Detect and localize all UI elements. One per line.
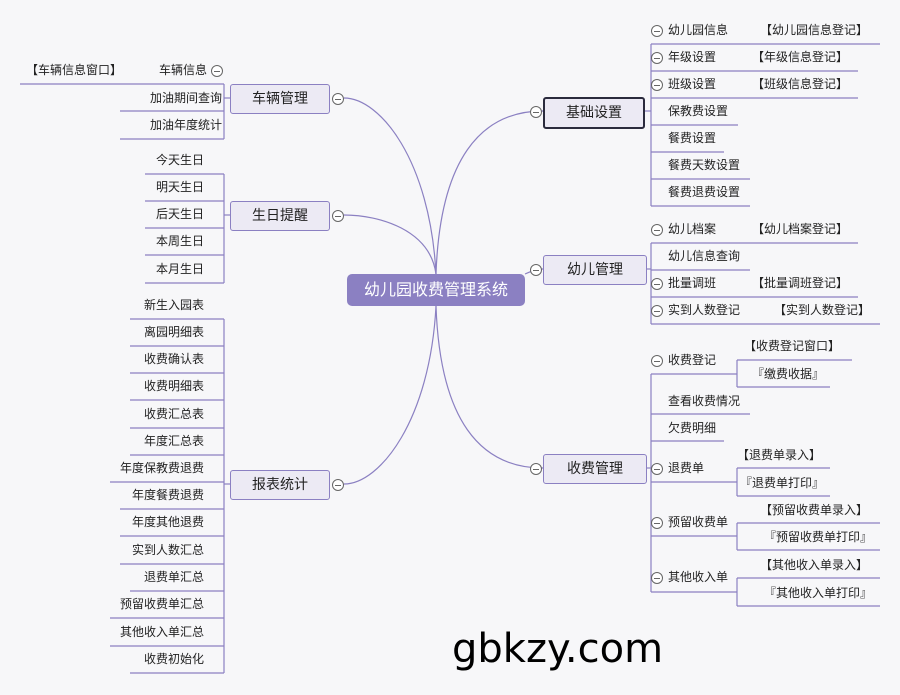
tag-other-income-print[interactable]: 『其他收入单打印』 xyxy=(764,586,873,600)
node-other-income-slip[interactable]: 其他收入单 xyxy=(668,570,729,584)
node-report-new-enrollment[interactable]: 新生入园表 xyxy=(143,298,204,312)
collapse-birthday-icon[interactable] xyxy=(332,210,344,222)
node-report-withdrawal-detail[interactable]: 离园明细表 xyxy=(143,325,204,339)
collapse-reserved-icon[interactable] xyxy=(651,517,663,529)
node-fuel-annual-stats[interactable]: 加油年度统计 xyxy=(149,118,222,132)
watermark-text: gbkzy.com xyxy=(452,626,664,672)
tag-grade-info-register[interactable]: 【年级信息登记】 xyxy=(752,50,849,64)
node-report-annual-meal-refund[interactable]: 年度餐费退费 xyxy=(131,488,204,502)
collapse-child-file-icon[interactable] xyxy=(651,224,663,236)
node-birthday-tomorrow[interactable]: 明天生日 xyxy=(155,180,204,194)
edge-root-vehicle xyxy=(343,97,437,275)
node-refund-slip[interactable]: 退费单 xyxy=(668,461,705,475)
collapse-attendance-icon[interactable] xyxy=(651,305,663,317)
node-birthday-today[interactable]: 今天生日 xyxy=(155,153,204,167)
edge-root-basic xyxy=(435,110,544,275)
node-vehicle-info[interactable]: 车辆信息 xyxy=(158,63,207,77)
node-fee-register[interactable]: 收费登记 xyxy=(668,353,717,367)
tag-kindergarten-info-register[interactable]: 【幼儿园信息登记】 xyxy=(760,23,869,37)
node-attendance-register[interactable]: 实到人数登记 xyxy=(668,303,741,317)
root-node[interactable]: 幼儿园收费管理系统 xyxy=(347,274,525,306)
node-batch-transfer[interactable]: 批量调班 xyxy=(668,276,717,290)
tag-class-info-register[interactable]: 【班级信息登记】 xyxy=(752,77,849,91)
node-meal-days-settings[interactable]: 餐费天数设置 xyxy=(668,158,741,172)
collapse-fee-register-icon[interactable] xyxy=(651,355,663,367)
node-report-annual-tuition-refund[interactable]: 年度保教费退费 xyxy=(119,461,204,475)
tag-child-file-register[interactable]: 【幼儿档案登记】 xyxy=(752,222,849,236)
node-birthday-this-month[interactable]: 本月生日 xyxy=(155,262,204,276)
node-report-other-income-summary[interactable]: 其他收入单汇总 xyxy=(119,625,204,639)
branch-birthday-reminder[interactable]: 生日提醒 xyxy=(230,201,330,231)
tag-vehicle-info-window[interactable]: 【车辆信息窗口】 xyxy=(26,63,123,77)
node-reserved-slip[interactable]: 预留收费单 xyxy=(668,515,729,529)
node-fuel-period-query[interactable]: 加油期间查询 xyxy=(149,91,222,105)
node-child-query[interactable]: 幼儿信息查询 xyxy=(668,249,741,263)
node-view-fee-status[interactable]: 查看收费情况 xyxy=(668,394,741,408)
node-tuition-settings[interactable]: 保教费设置 xyxy=(668,104,729,118)
tag-fee-register-window[interactable]: 【收费登记窗口】 xyxy=(744,339,841,353)
node-report-fee-init[interactable]: 收费初始化 xyxy=(143,652,204,666)
tag-other-income-entry[interactable]: 【其他收入单录入】 xyxy=(760,558,869,572)
collapse-fee-icon[interactable] xyxy=(530,463,542,475)
node-report-refund-summary[interactable]: 退费单汇总 xyxy=(143,570,204,584)
collapse-vehicle-info-icon[interactable] xyxy=(211,65,223,77)
edge-root-report xyxy=(343,305,437,485)
tag-reserved-print[interactable]: 『预留收费单打印』 xyxy=(764,530,873,544)
collapse-kindergarten-info-icon[interactable] xyxy=(651,25,663,37)
node-class-settings[interactable]: 班级设置 xyxy=(668,77,717,91)
branch-fee-management[interactable]: 收费管理 xyxy=(543,454,647,484)
edge-root-fee xyxy=(435,305,544,469)
node-report-annual-summary[interactable]: 年度汇总表 xyxy=(143,434,204,448)
branch-vehicle-management[interactable]: 车辆管理 xyxy=(230,84,330,114)
node-birthday-this-week[interactable]: 本周生日 xyxy=(155,234,204,248)
branch-child-management[interactable]: 幼儿管理 xyxy=(543,255,647,285)
collapse-child-icon[interactable] xyxy=(530,264,542,276)
node-meal-refund-settings[interactable]: 餐费退费设置 xyxy=(668,185,741,199)
collapse-report-icon[interactable] xyxy=(332,479,344,491)
node-kindergarten-info[interactable]: 幼儿园信息 xyxy=(668,23,729,37)
tag-refund-entry[interactable]: 【退费单录入】 xyxy=(737,448,822,462)
branch-basic-settings[interactable]: 基础设置 xyxy=(543,97,645,129)
tag-payment-receipt[interactable]: 『缴费收据』 xyxy=(752,367,825,381)
tag-batch-transfer-register[interactable]: 【批量调班登记】 xyxy=(752,276,849,290)
node-report-reserved-summary[interactable]: 预留收费单汇总 xyxy=(119,597,204,611)
node-birthday-day-after[interactable]: 后天生日 xyxy=(155,207,204,221)
node-report-fee-detail[interactable]: 收费明细表 xyxy=(143,379,204,393)
node-grade-settings[interactable]: 年级设置 xyxy=(668,50,717,64)
collapse-other-income-icon[interactable] xyxy=(651,572,663,584)
collapse-batch-transfer-icon[interactable] xyxy=(651,278,663,290)
collapse-basic-icon[interactable] xyxy=(530,106,542,118)
tag-reserved-entry[interactable]: 【预留收费单录入】 xyxy=(760,503,869,517)
node-report-fee-summary[interactable]: 收费汇总表 xyxy=(143,407,204,421)
tag-refund-print[interactable]: 『退费单打印』 xyxy=(740,476,825,490)
tag-attendance-register[interactable]: 【实到人数登记】 xyxy=(774,303,871,317)
node-report-attendance-summary[interactable]: 实到人数汇总 xyxy=(131,543,204,557)
node-report-fee-confirm[interactable]: 收费确认表 xyxy=(143,352,204,366)
node-arrears-detail[interactable]: 欠费明细 xyxy=(668,421,717,435)
collapse-class-settings-icon[interactable] xyxy=(651,79,663,91)
collapse-vehicle-icon[interactable] xyxy=(332,93,344,105)
collapse-refund-icon[interactable] xyxy=(651,463,663,475)
node-report-annual-other-refund[interactable]: 年度其他退费 xyxy=(131,515,204,529)
edge-root-birthday xyxy=(343,214,437,275)
branch-report-statistics[interactable]: 报表统计 xyxy=(230,470,330,500)
node-child-file[interactable]: 幼儿档案 xyxy=(668,222,717,236)
node-meal-settings[interactable]: 餐费设置 xyxy=(668,131,717,145)
collapse-grade-settings-icon[interactable] xyxy=(651,52,663,64)
